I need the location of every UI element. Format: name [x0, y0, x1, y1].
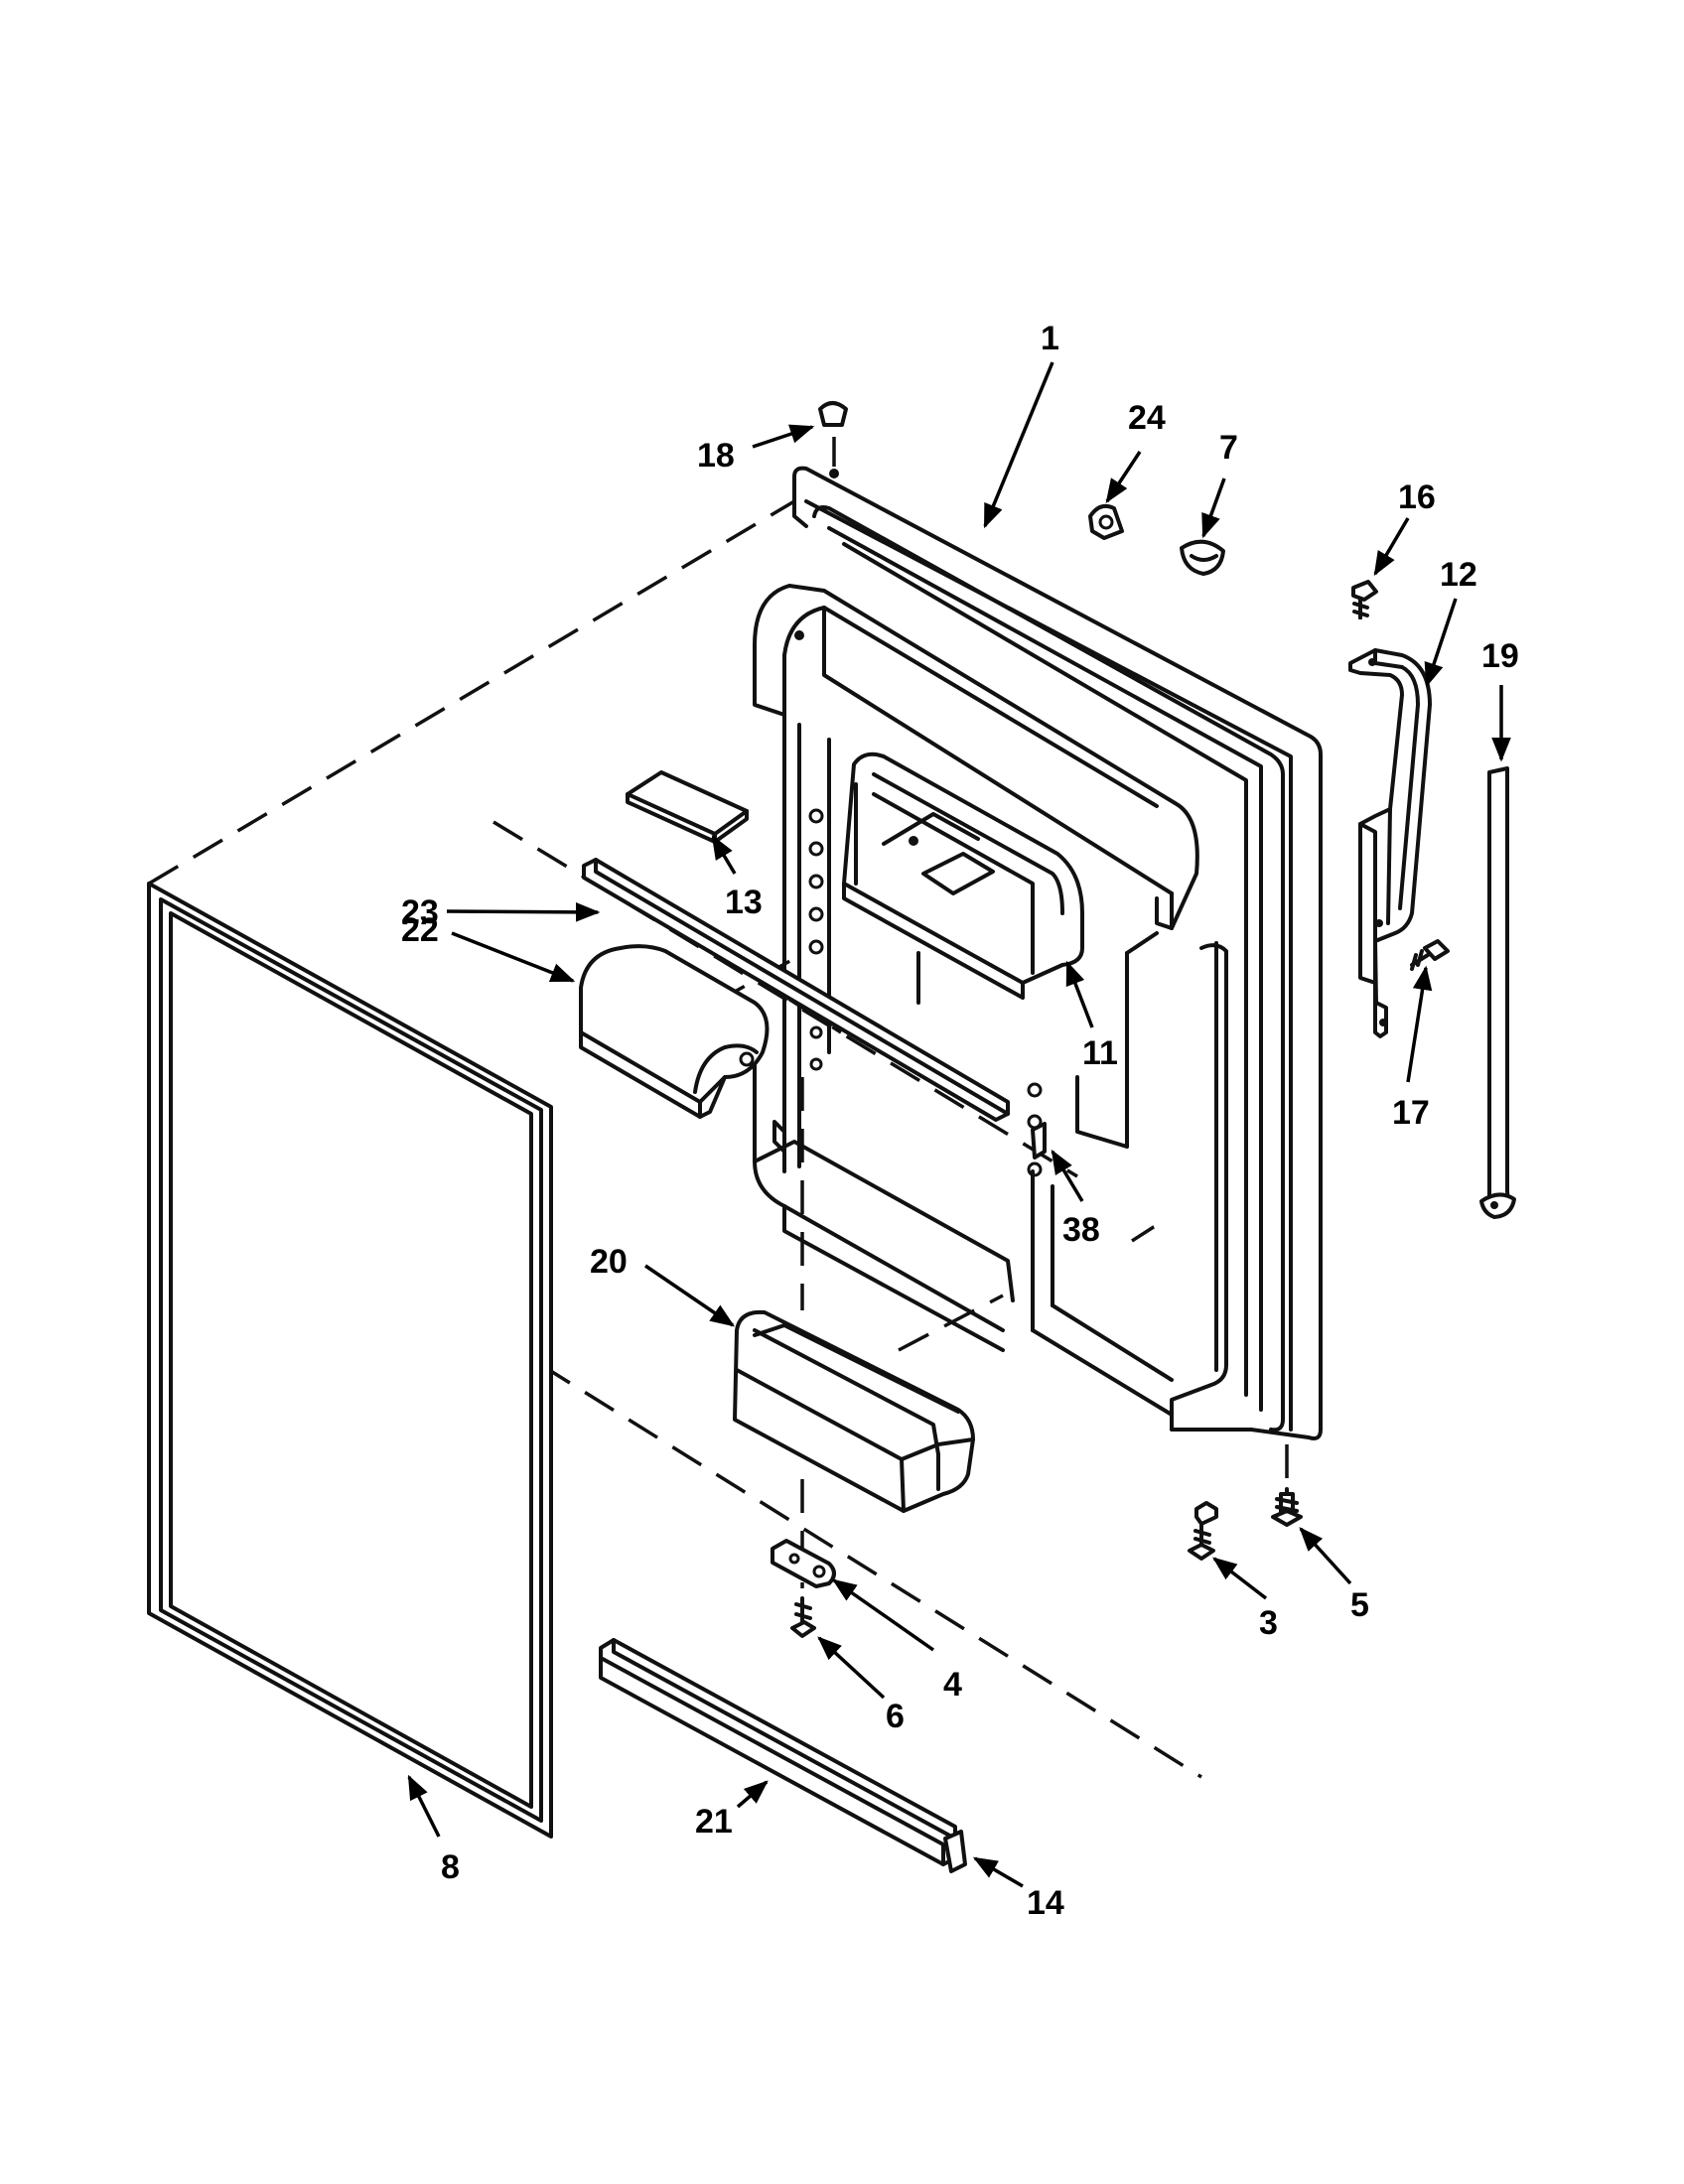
- hinge-screw-3: [1188, 1501, 1218, 1561]
- callout-7: 7: [1219, 429, 1238, 467]
- callout-24: 24: [1128, 399, 1166, 437]
- callout-23: 23: [401, 893, 439, 931]
- callout-5: 5: [1350, 1586, 1369, 1624]
- handle-screw-top: [1351, 580, 1378, 619]
- door-bin: [733, 1309, 975, 1513]
- handle-screw-bottom: [1410, 939, 1450, 971]
- door-gasket: [147, 882, 553, 1839]
- callout-22: 22: [401, 911, 439, 949]
- callout-3: 3: [1259, 1604, 1278, 1642]
- callout-19: 19: [1481, 637, 1519, 675]
- callout-18: 18: [697, 437, 735, 475]
- rail-end-cap: [943, 1830, 967, 1873]
- plug-button: [818, 401, 848, 478]
- callout-21: 21: [695, 1803, 733, 1841]
- butter-compartment: [579, 944, 770, 1119]
- callout-13: 13: [725, 884, 763, 921]
- access-cover: [626, 770, 749, 844]
- callout-14: 14: [1027, 1884, 1064, 1922]
- callout-4: 4: [943, 1666, 962, 1704]
- hinge-screw-6: [790, 1596, 816, 1638]
- callout-leaders: [407, 361, 1511, 1888]
- callout-12: 12: [1440, 556, 1477, 594]
- callout-1: 1: [1041, 320, 1059, 357]
- callout-8: 8: [441, 1848, 460, 1886]
- callout-11: 11: [1082, 1034, 1118, 1072]
- hinge-screw-5: [1271, 1487, 1303, 1527]
- shelf-holes-left: [808, 808, 824, 1071]
- shelf-rail-top: [582, 858, 1010, 1122]
- callout-38: 38: [1062, 1211, 1100, 1249]
- shelf-holes-right: [1027, 1082, 1043, 1177]
- hinge-bracket: [771, 1539, 836, 1588]
- callout-6: 6: [886, 1698, 905, 1735]
- callout-20: 20: [590, 1243, 628, 1281]
- door-handle: [1348, 648, 1432, 1038]
- door-trim-strip: [1479, 766, 1516, 1219]
- callout-labels: 1 24 7 18 16 12 19 13 23 22 11 17 38 20 …: [401, 320, 1519, 1922]
- hex-nut: [1088, 503, 1124, 540]
- shelf-rail-bottom: [599, 1638, 957, 1866]
- callout-17: 17: [1392, 1094, 1430, 1132]
- callout-16: 16: [1398, 478, 1436, 516]
- hole-plug: [1180, 539, 1225, 576]
- shelf-clip: [1031, 1122, 1047, 1160]
